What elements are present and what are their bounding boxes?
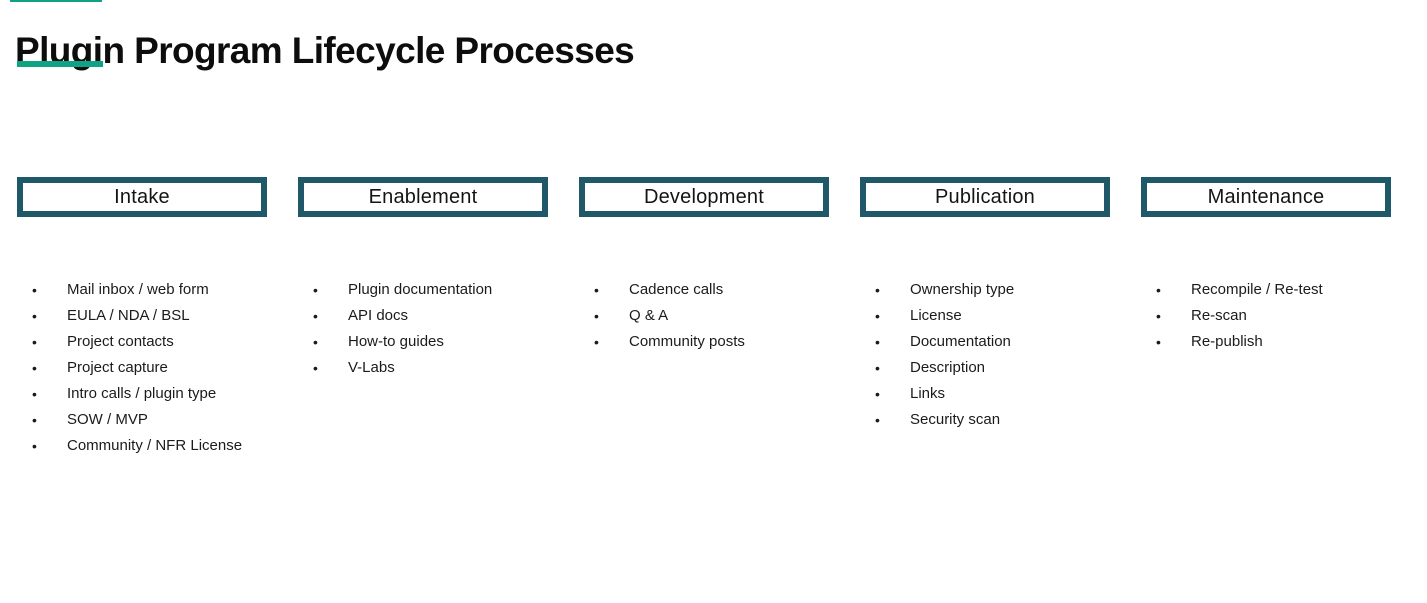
title-underline (17, 61, 103, 67)
bullet-icon: • (875, 360, 880, 376)
bullet-icon: • (1156, 282, 1161, 298)
bullet-icon: • (594, 334, 599, 350)
stage-header-box: Enablement (298, 177, 548, 217)
list-item: • EULA / NDA / BSL (17, 303, 267, 329)
list-item: • Plugin documentation (298, 277, 548, 303)
bullet-icon: • (875, 412, 880, 428)
list-item-text: Intro calls / plugin type (67, 385, 217, 402)
list-item-text: Re-scan (1191, 307, 1247, 324)
stage-header-box: Maintenance (1141, 177, 1391, 217)
list-item: • Ownership type (860, 277, 1110, 303)
list-item: • Documentation (860, 329, 1110, 355)
bullet-icon: • (313, 334, 318, 350)
list-item-text: Plugin documentation (348, 281, 493, 298)
bullet-icon: • (875, 308, 880, 324)
list-item: • Security scan (860, 407, 1110, 433)
list-item-text: Documentation (910, 333, 1011, 350)
bullet-icon: • (875, 386, 880, 402)
bullet-icon: • (594, 282, 599, 298)
stage-header-label: Intake (114, 185, 170, 208)
bullet-icon: • (32, 386, 37, 402)
bullet-icon: • (313, 360, 318, 376)
list-item-text: V-Labs (348, 359, 395, 376)
list-item: • License (860, 303, 1110, 329)
bullet-icon: • (875, 282, 880, 298)
list-item-text: License (910, 307, 962, 324)
list-item-text: Community posts (629, 333, 745, 350)
process-column: Publication • Ownership type • License • Docu… (860, 177, 1110, 459)
list-item: • Intro calls / plugin type (17, 381, 267, 407)
list-item: • Re-publish (1141, 329, 1391, 355)
bullet-icon: • (32, 438, 37, 454)
list-item: • Description (860, 355, 1110, 381)
stage-item-list: • Cadence calls • Q & A • Community posts (579, 277, 829, 355)
stage-header-box: Development (579, 177, 829, 217)
list-item: • Community posts (579, 329, 829, 355)
list-item: • Community / NFR License (17, 433, 267, 459)
list-item-text: Project contacts (67, 333, 174, 350)
list-item: • API docs (298, 303, 548, 329)
stage-item-list: • Plugin documentation • API docs • How-to gu… (298, 277, 548, 381)
list-item-text: Mail inbox / web form (67, 281, 209, 298)
process-column: Intake • Mail inbox / web form • EULA / NDA… (17, 177, 267, 459)
stage-header-box: Intake (17, 177, 267, 217)
bullet-icon: • (32, 412, 37, 428)
stage-item-list: • Recompile / Re-test • Re-scan • Re-publish (1141, 277, 1391, 355)
list-item: • Project contacts (17, 329, 267, 355)
list-item-text: Q & A (629, 307, 669, 324)
list-item: • How-to guides (298, 329, 548, 355)
bullet-icon: • (1156, 334, 1161, 350)
list-item: • Links (860, 381, 1110, 407)
stage-header-label: Development (643, 185, 765, 208)
process-column: Enablement • Plugin documentation • API doc… (298, 177, 548, 459)
list-item: • Project capture (17, 355, 267, 381)
process-column: Development • Cadence calls • Q & A • Communi… (579, 177, 829, 459)
stage-header-label: Publication (934, 185, 1036, 208)
list-item: • Recompile / Re-test (1141, 277, 1391, 303)
list-item-text: SOW / MVP (67, 411, 148, 428)
bullet-icon: • (32, 282, 37, 298)
bullet-icon: • (313, 308, 318, 324)
list-item-text: API docs (348, 307, 409, 324)
list-item: • V-Labs (298, 355, 548, 381)
list-item-text: EULA / NDA / BSL (67, 307, 190, 324)
list-item-text: Re-publish (1191, 333, 1263, 350)
page-title: Plugin Program Lifecycle Processes (15, 29, 635, 71)
bullet-icon: • (875, 334, 880, 350)
list-item-text: How-to guides (348, 333, 444, 350)
list-item: • Q & A (579, 303, 829, 329)
stage-header-label: Maintenance (1207, 185, 1325, 208)
stage-item-list: •Mail inbox / web form•EULA / NDA / BSL•… (17, 277, 267, 459)
list-item-text: Project capture (67, 359, 168, 376)
bullet-icon: • (32, 360, 37, 376)
list-item: • Cadence calls (579, 277, 829, 303)
list-item: • Mail inbox / web form (17, 277, 267, 303)
stage-header-label: Enablement (368, 185, 478, 208)
bullet-icon: • (32, 308, 37, 324)
list-item: • SOW / MVP (17, 407, 267, 433)
list-item-text: Recompile / Re-test (1191, 281, 1323, 298)
list-item-text: Cadence calls (629, 281, 724, 298)
bullet-icon: • (1156, 308, 1161, 324)
top-edge-green-fragment (10, 0, 102, 2)
list-item-text: Description (910, 359, 986, 376)
list-item-text: Community / NFR License (67, 437, 243, 454)
bullet-icon: • (313, 282, 318, 298)
list-item-text: Links (910, 385, 946, 402)
list-item-text: Ownership type (910, 281, 1015, 298)
stage-item-list: • Ownership type • License • Documentation • De… (860, 277, 1110, 433)
bullet-icon: • (32, 334, 37, 350)
list-item: • Re-scan (1141, 303, 1391, 329)
process-column: Maintenance • Recompile / Re-test • Re-scan… (1141, 177, 1391, 459)
process-columns: Intake • Mail inbox / web form • EULA / NDA… (17, 177, 1391, 459)
stage-header-box: Publication (860, 177, 1110, 217)
bullet-icon: • (594, 308, 599, 324)
list-item-text: Security scan (910, 411, 1001, 428)
